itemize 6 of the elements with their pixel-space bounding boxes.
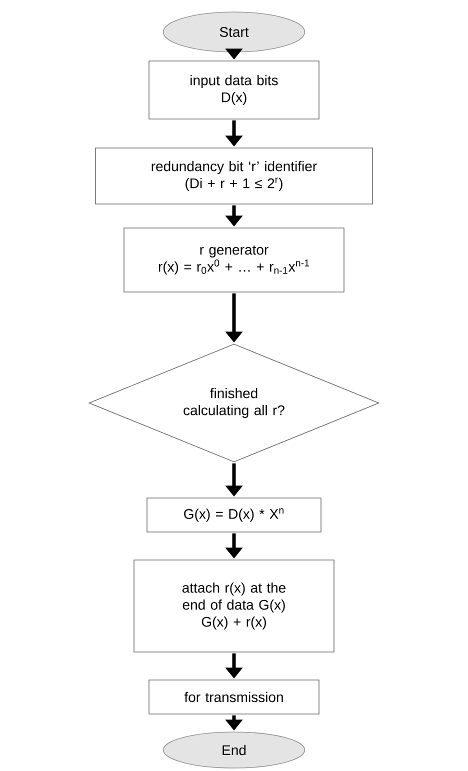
process-box: attach r(x) at the end of data G(x) G(x) + r(x) — [134, 560, 334, 652]
process-box: G(x) = D(x) * X$^{n}$ — [146, 498, 322, 532]
process-box: redundancy bit ‘r’ identifier (Di + r + 1 ≤ 2$^{r}$) — [95, 148, 373, 204]
process-box: r generator r(x) = r$_{0}$x$^{0}$ + … + r$_{n-1}$x$^{n-1}$ — [124, 228, 344, 292]
process-box: for transmission — [148, 680, 320, 714]
process-box: input data bits D(x) — [148, 60, 320, 120]
